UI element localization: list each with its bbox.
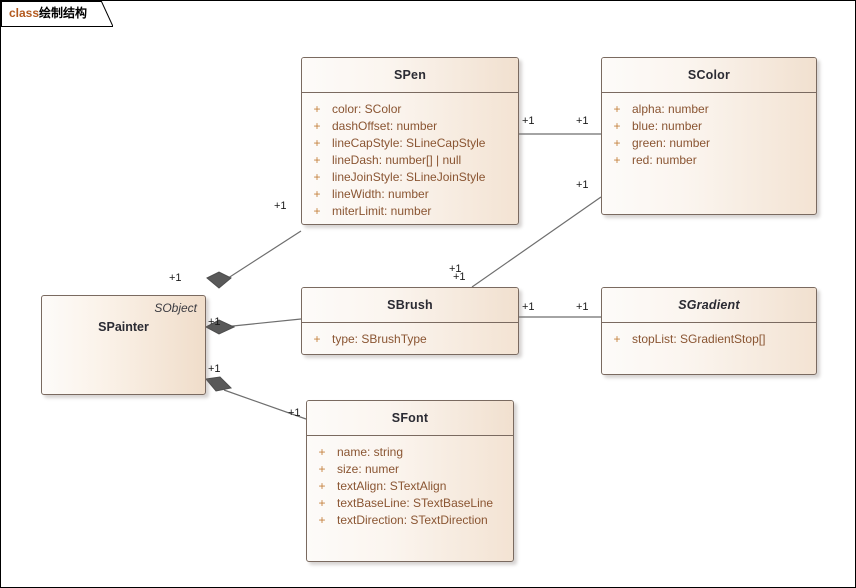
frame-tab-label: class绘制结构 <box>9 6 87 21</box>
connector-sbrush-scolor[interactable] <box>471 196 602 288</box>
attribute-visibility: + <box>313 153 321 167</box>
class-box-sgradient[interactable]: SGradient + stopList: SGradientStop[] <box>601 287 817 375</box>
attribute-text: lineDash: number[] | null <box>332 153 462 167</box>
attribute-visibility: + <box>613 136 621 150</box>
connector-spainter-spen[interactable] <box>206 230 302 289</box>
attribute-visibility: + <box>613 153 621 167</box>
attribute-row: + lineJoinStyle: SLineJoinStyle <box>302 169 518 186</box>
attribute-text: stopList: SGradientStop[] <box>632 332 766 346</box>
multiplicity-spainter-to-sfont-target: +1 <box>288 407 301 419</box>
frame-tab-name: 绘制结构 <box>39 6 88 20</box>
class-box-spainter[interactable]: SObject SPainter <box>41 295 206 395</box>
multiplicity-spainter-to-sbrush-source: +1 <box>208 316 221 328</box>
attribute-row: + color: SColor <box>302 101 518 118</box>
attribute-visibility: + <box>318 513 326 527</box>
attribute-text: textAlign: STextAlign <box>337 479 447 493</box>
attribute-row: + textAlign: STextAlign <box>307 478 513 495</box>
attribute-text: textBaseLine: STextBaseLine <box>337 496 494 510</box>
attribute-row: + size: numer <box>307 461 513 478</box>
attribute-text: lineJoinStyle: SLineJoinStyle <box>332 170 486 184</box>
multiplicity-spen-to-scolor-source: +1 <box>522 115 535 127</box>
attribute-visibility: + <box>313 102 321 116</box>
attribute-row: + dashOffset: number <box>302 118 518 135</box>
multiplicity-sbrush-to-sgradient-source: +1 <box>522 301 535 313</box>
class-box-sbrush[interactable]: SBrush + type: SBrushType <box>301 287 519 355</box>
connector-spainter-sfont[interactable] <box>205 376 307 420</box>
attribute-text: red: number <box>632 153 697 167</box>
class-name-spainter: SPainter <box>98 320 149 334</box>
attribute-visibility: + <box>313 332 321 346</box>
class-title-bar-spen: SPen <box>302 58 518 93</box>
multiplicity-spainter-to-sfont-source: +1 <box>208 363 221 375</box>
attribute-row: + miterLimit: number <box>302 203 518 220</box>
attribute-visibility: + <box>313 187 321 201</box>
class-box-spen[interactable]: SPen + color: SColor + dashOffset: numbe… <box>301 57 519 225</box>
attribute-row: + lineWidth: number <box>302 186 518 203</box>
attribute-visibility: + <box>613 102 621 116</box>
attribute-text: size: numer <box>337 462 400 476</box>
class-title-bar-sbrush: SBrush <box>302 288 518 323</box>
attribute-visibility: + <box>318 445 326 459</box>
class-attributes-spen: + color: SColor + dashOffset: number + l… <box>302 93 518 224</box>
attribute-text: textDirection: STextDirection <box>337 513 488 527</box>
attribute-visibility: + <box>318 479 326 493</box>
attribute-row: + name: string <box>307 444 513 461</box>
attribute-text: dashOffset: number <box>332 119 438 133</box>
attribute-text: green: number <box>632 136 711 150</box>
class-name-scolor: SColor <box>687 68 731 82</box>
class-title-bar-sfont: SFont <box>307 401 513 436</box>
attribute-visibility: + <box>313 119 321 133</box>
attribute-text: type: SBrushType <box>332 332 427 346</box>
attribute-text: color: SColor <box>332 102 402 116</box>
class-name-sfont: SFont <box>391 411 429 425</box>
class-title-bar-scolor: SColor <box>602 58 816 93</box>
attribute-row: + alpha: number <box>602 101 816 118</box>
attribute-row: + green: number <box>602 135 816 152</box>
attribute-visibility: + <box>318 496 326 510</box>
class-attributes-sfont: + name: string + size: numer + textAlign… <box>307 436 513 537</box>
class-name-sbrush: SBrush <box>387 298 433 312</box>
class-stereotype-spainter: SObject <box>154 301 197 315</box>
attribute-text: lineCapStyle: SLineCapStyle <box>332 136 486 150</box>
attribute-row: + blue: number <box>602 118 816 135</box>
attribute-row: + type: SBrushType <box>302 331 518 348</box>
attribute-visibility: + <box>613 119 621 133</box>
class-name-sgradient: SGradient <box>678 298 740 312</box>
class-box-scolor[interactable]: SColor + alpha: number + blue: number + … <box>601 57 817 215</box>
attribute-visibility: + <box>313 170 321 184</box>
multiplicity-scolor-to-sbrush-target: +1 <box>576 179 589 191</box>
diagram-frame-tab: class绘制结构 <box>1 1 113 27</box>
multiplicity-spainter-to-spen-source: +1 <box>169 272 182 284</box>
frame-tab-keyword: class <box>9 6 40 20</box>
attribute-row: + textBaseLine: STextBaseLine <box>307 495 513 512</box>
multiplicity-sbrush-to-sgradient-target: +1 <box>576 301 589 313</box>
attribute-row: + lineDash: number[] | null <box>302 152 518 169</box>
attribute-row: + textDirection: STextDirection <box>307 512 513 529</box>
attribute-text: blue: number <box>632 119 703 133</box>
frame-tab-shape <box>1 1 113 27</box>
attribute-visibility: + <box>313 136 321 150</box>
attribute-row: + stopList: SGradientStop[] <box>602 331 816 348</box>
multiplicity-sbrush-to-scolor-source: +1 <box>449 263 462 275</box>
class-attributes-scolor: + alpha: number + blue: number + green: … <box>602 93 816 177</box>
class-attributes-sbrush: + type: SBrushType <box>302 323 518 354</box>
multiplicity-sbrush-top-label: +1 <box>453 271 466 283</box>
class-name-spen: SPen <box>393 68 427 82</box>
multiplicity-spainter-to-spen-target: +1 <box>274 200 287 212</box>
attribute-row: + red: number <box>602 152 816 169</box>
connector-spainter-sbrush[interactable] <box>204 318 302 335</box>
attribute-text: lineWidth: number <box>332 187 429 201</box>
attribute-visibility: + <box>313 204 321 218</box>
multiplicity-spen-to-scolor-target: +1 <box>576 115 589 127</box>
attribute-text: miterLimit: number <box>332 204 432 218</box>
attribute-visibility: + <box>613 332 621 346</box>
attribute-text: name: string <box>337 445 404 459</box>
class-box-sfont[interactable]: SFont + name: string + size: numer + tex… <box>306 400 514 562</box>
class-title-bar-sgradient: SGradient <box>602 288 816 323</box>
attribute-row: + lineCapStyle: SLineCapStyle <box>302 135 518 152</box>
class-attributes-sgradient: + stopList: SGradientStop[] <box>602 323 816 356</box>
attribute-text: alpha: number <box>632 102 709 116</box>
attribute-visibility: + <box>318 462 326 476</box>
